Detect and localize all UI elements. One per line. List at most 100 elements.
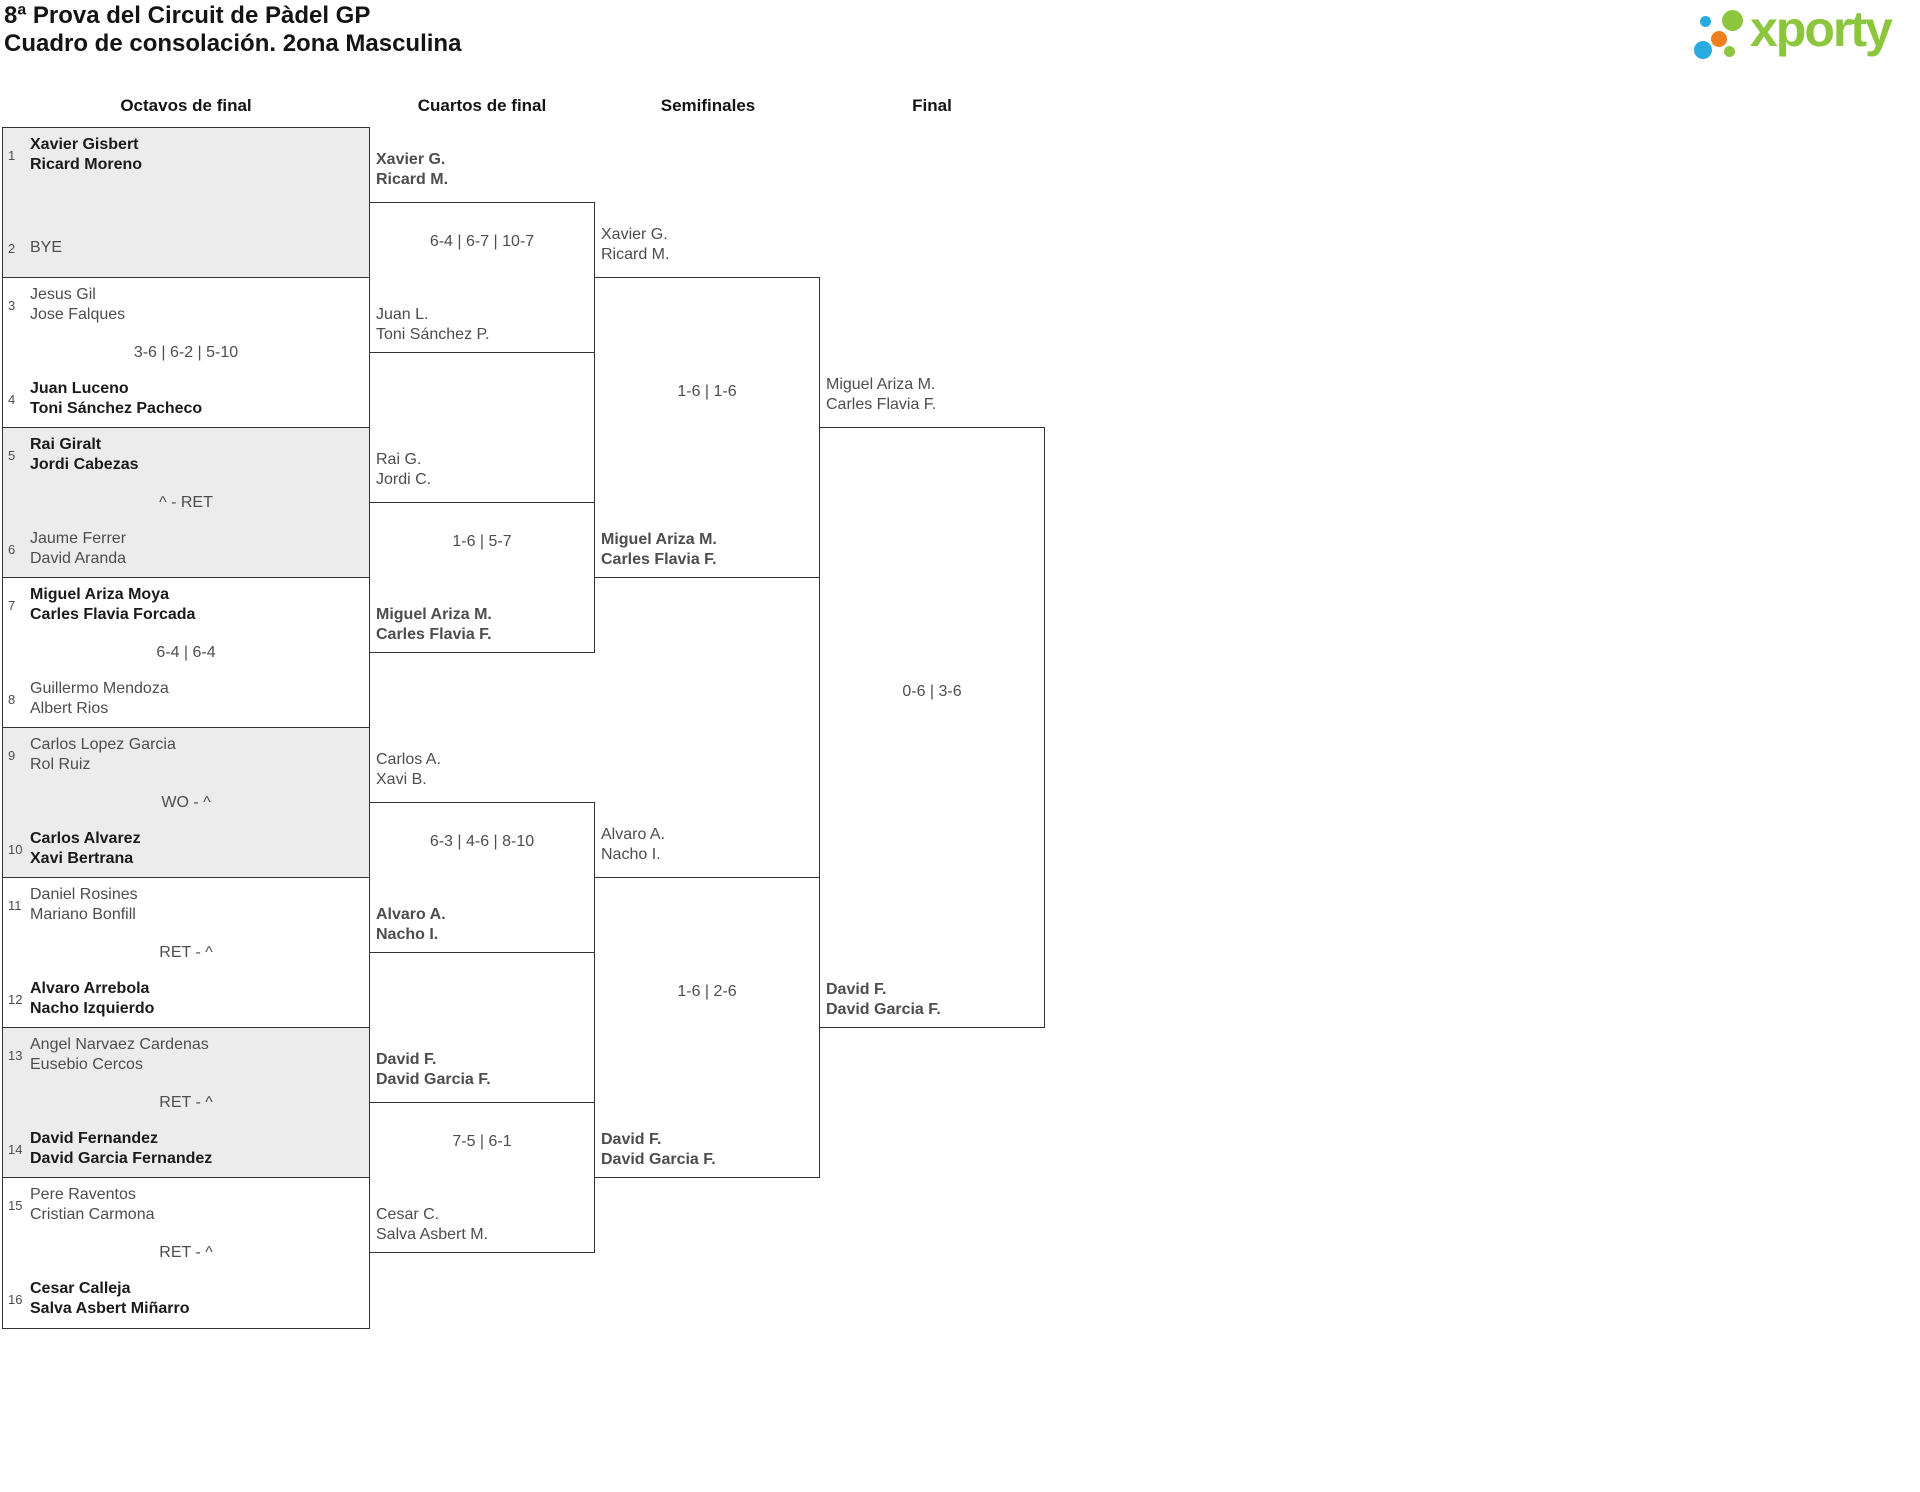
player-name: Cristian Carmona <box>30 1206 155 1223</box>
team-slot-1: 1 Xavier Gisbert Ricard Moreno <box>8 135 142 175</box>
player-name: David Fernandez <box>30 1130 159 1147</box>
seed-number: 2 <box>8 240 16 256</box>
player-name: Eusebio Cercos <box>30 1056 143 1073</box>
sf2-score: 1-6 | 2-6 <box>677 983 737 1000</box>
r16-section-3: 5 Rai Giralt Jordi Cabezas ^ - RET 6 Jau… <box>3 428 369 578</box>
qf2-score: 1-6 | 5-7 <box>452 533 512 550</box>
seed-number: 9 <box>8 747 16 763</box>
r16-section-8: 15 Pere Raventos Cristian Carmona RET - … <box>3 1178 369 1328</box>
logo-wordmark: xporty <box>1750 1 1893 57</box>
sf1-team2-label: Miguel Ariza M.Carles Flavia F. <box>601 531 717 568</box>
bracket-column-octavos: 1 Xavier Gisbert Ricard Moreno 2 BYE 3 J… <box>2 127 370 1329</box>
player-name: Guillermo Mendoza <box>30 680 169 697</box>
page-title-line1: 8ª Prova del Circuit de Pàdel GP <box>4 2 371 29</box>
match-score: WO - ^ <box>161 794 211 811</box>
seed-number: 5 <box>8 447 16 463</box>
r16-section-7: 13 Angel Narvaez Cardenas Eusebio Cercos… <box>3 1028 369 1178</box>
final-team1-label: Miguel Ariza M.Carles Flavia F. <box>826 376 937 413</box>
qf2-team2-label: Miguel Ariza M.Carles Flavia F. <box>376 606 492 643</box>
r16-section-2: 3 Jesus Gil Jose Falques 3-6 | 6-2 | 5-1… <box>3 278 369 428</box>
round-header-final: Final <box>912 96 952 115</box>
player-name: Carlos Lopez Garcia <box>30 736 176 753</box>
sf2-team2-label: David F.David Garcia F. <box>601 1131 716 1168</box>
seed-number: 1 <box>8 147 16 163</box>
team-slot-2: 2 BYE <box>8 238 62 258</box>
player-name: Pere Raventos <box>30 1186 136 1203</box>
player-name: Angel Narvaez Cardenas <box>30 1036 209 1053</box>
sf1-team1-label: Xavier G.Ricard M. <box>601 226 670 263</box>
seed-number: 13 <box>8 1047 23 1063</box>
qf1-team1-label: Xavier G.Ricard M. <box>376 151 449 188</box>
r16-section-4: 7 Miguel Ariza Moya Carles Flavia Forcad… <box>3 578 369 728</box>
team-slot-13: 13 Angel Narvaez Cardenas Eusebio Cercos <box>8 1035 209 1075</box>
player-name: Juan Luceno <box>30 380 129 397</box>
team-slot-7: 7 Miguel Ariza Moya Carles Flavia Forcad… <box>8 585 195 625</box>
seed-number: 3 <box>8 297 16 313</box>
team-slot-6: 6 Jaume Ferrer David Aranda <box>8 529 126 569</box>
logo-dot-blue-small <box>1700 16 1711 27</box>
final-match-box <box>819 427 1045 1028</box>
team-slot-11: 11 Daniel Rosines Mariano Bonfill <box>8 885 138 925</box>
player-name: Ricard Moreno <box>30 156 143 173</box>
match-score: RET - ^ <box>159 1094 213 1111</box>
qf3-score: 6-3 | 4-6 | 8-10 <box>429 833 535 850</box>
player-name: Alvaro Arrebola <box>30 980 150 997</box>
seed-number: 11 <box>8 897 22 913</box>
xporty-logo[interactable]: xporty <box>1690 0 1920 80</box>
match-score: 3-6 | 6-2 | 5-10 <box>133 344 239 361</box>
player-name: Jaume Ferrer <box>30 530 127 547</box>
team-slot-4: 4 Juan Luceno Toni Sánchez Pacheco <box>8 379 202 419</box>
team-slot-15: 15 Pere Raventos Cristian Carmona <box>8 1185 154 1225</box>
seed-number: 14 <box>8 1141 23 1157</box>
team-slot-8: 8 Guillermo Mendoza Albert Rios <box>8 679 169 719</box>
team-slot-14: 14 David Fernandez David Garcia Fernande… <box>8 1129 212 1169</box>
qf4-team1-label: David F.David Garcia F. <box>376 1051 491 1088</box>
page-title-line2: Cuadro de consolación. 2ona Masculina <box>4 30 462 57</box>
player-name: Daniel Rosines <box>30 886 138 903</box>
qf4-team2-label: Cesar C.Salva Asbert M. <box>376 1206 489 1243</box>
team-slot-10: 10 Carlos Alvarez Xavi Bertrana <box>8 829 141 869</box>
player-name: Cesar Calleja <box>30 1280 131 1297</box>
match-score: RET - ^ <box>159 944 213 961</box>
r16-section-1: 1 Xavier Gisbert Ricard Moreno 2 BYE <box>3 128 369 278</box>
seed-number: 12 <box>8 991 23 1007</box>
r16-section-5: 9 Carlos Lopez Garcia Rol Ruiz WO - ^ 10… <box>3 728 369 878</box>
r16-section-6: 11 Daniel Rosines Mariano Bonfill RET - … <box>3 878 369 1028</box>
player-name: Miguel Ariza Moya <box>30 586 169 603</box>
page-title: 8ª Prova del Circuit de Pàdel GP Cuadro … <box>4 2 461 58</box>
team-slot-12: 12 Alvaro Arrebola Nacho Izquierdo <box>8 979 154 1019</box>
seed-number: 15 <box>8 1197 23 1213</box>
player-name: David Aranda <box>30 550 127 567</box>
final-score: 0-6 | 3-6 <box>902 683 962 700</box>
seed-number: 10 <box>8 841 23 857</box>
player-name: Xavier Gisbert <box>30 136 139 153</box>
team-slot-16: 16 Cesar Calleja Salva Asbert Miñarro <box>8 1279 189 1319</box>
logo-dot-green-small <box>1724 46 1735 57</box>
player-name: Jesus Gil <box>30 286 96 303</box>
player-name: BYE <box>30 239 63 256</box>
seed-number: 4 <box>8 391 16 407</box>
player-name: Rol Ruiz <box>30 756 91 773</box>
player-name: Jordi Cabezas <box>30 456 139 473</box>
player-name: Xavi Bertrana <box>30 850 134 867</box>
match-score: 6-4 | 6-4 <box>156 644 216 661</box>
sf1-score: 1-6 | 1-6 <box>677 383 737 400</box>
round-header-semifinales: Semifinales <box>660 96 756 115</box>
qf2-team1-label: Rai G.Jordi C. <box>376 451 432 488</box>
player-name: David Garcia Fernandez <box>30 1150 213 1167</box>
sf2-team1-label: Alvaro A.Nacho I. <box>601 826 666 863</box>
logo-dot-blue-large <box>1694 41 1712 59</box>
match-score: RET - ^ <box>159 1244 213 1261</box>
team-slot-5: 5 Rai Giralt Jordi Cabezas <box>8 435 138 475</box>
match-score: ^ - RET <box>159 494 213 511</box>
seed-number: 7 <box>8 597 16 613</box>
final-team2-label: David F.David Garcia F. <box>826 981 941 1018</box>
player-name: Rai Giralt <box>30 436 102 453</box>
qf4-score: 7-5 | 6-1 <box>452 1133 512 1150</box>
player-name: Nacho Izquierdo <box>30 1000 155 1017</box>
team-slot-3: 3 Jesus Gil Jose Falques <box>8 285 125 325</box>
player-name: Carlos Alvarez <box>30 830 141 847</box>
player-name: Toni Sánchez Pacheco <box>30 400 203 417</box>
player-name: Salva Asbert Miñarro <box>30 1300 190 1317</box>
